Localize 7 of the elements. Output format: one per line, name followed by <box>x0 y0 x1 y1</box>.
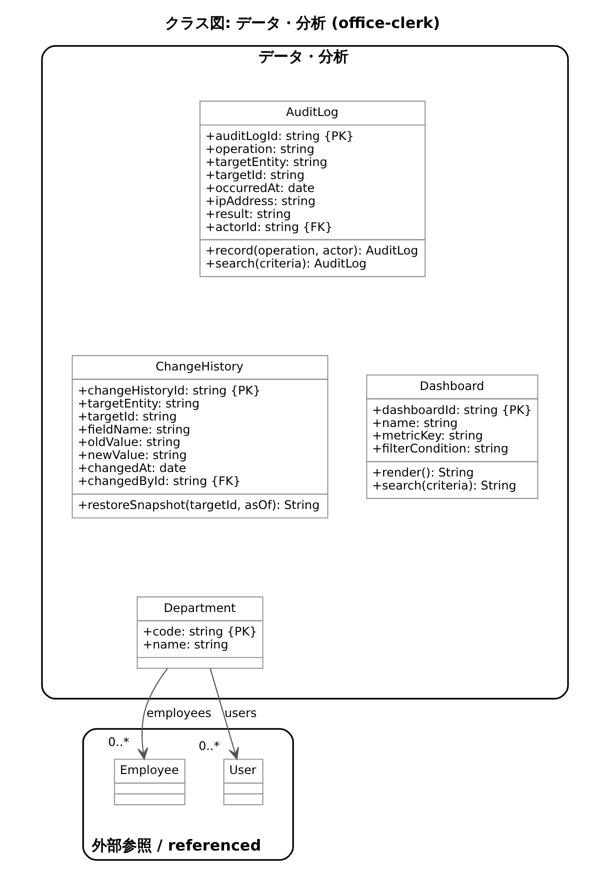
node-label: 0..* <box>198 738 220 753</box>
arrow <box>137 668 168 760</box>
diagram-title: クラス図: データ・分析 (office-clerk) <box>164 14 440 32</box>
node-label: 0..* <box>108 734 130 749</box>
arrow <box>210 668 240 760</box>
edge-label: users <box>224 706 257 720</box>
edge-label: employees <box>146 706 212 720</box>
